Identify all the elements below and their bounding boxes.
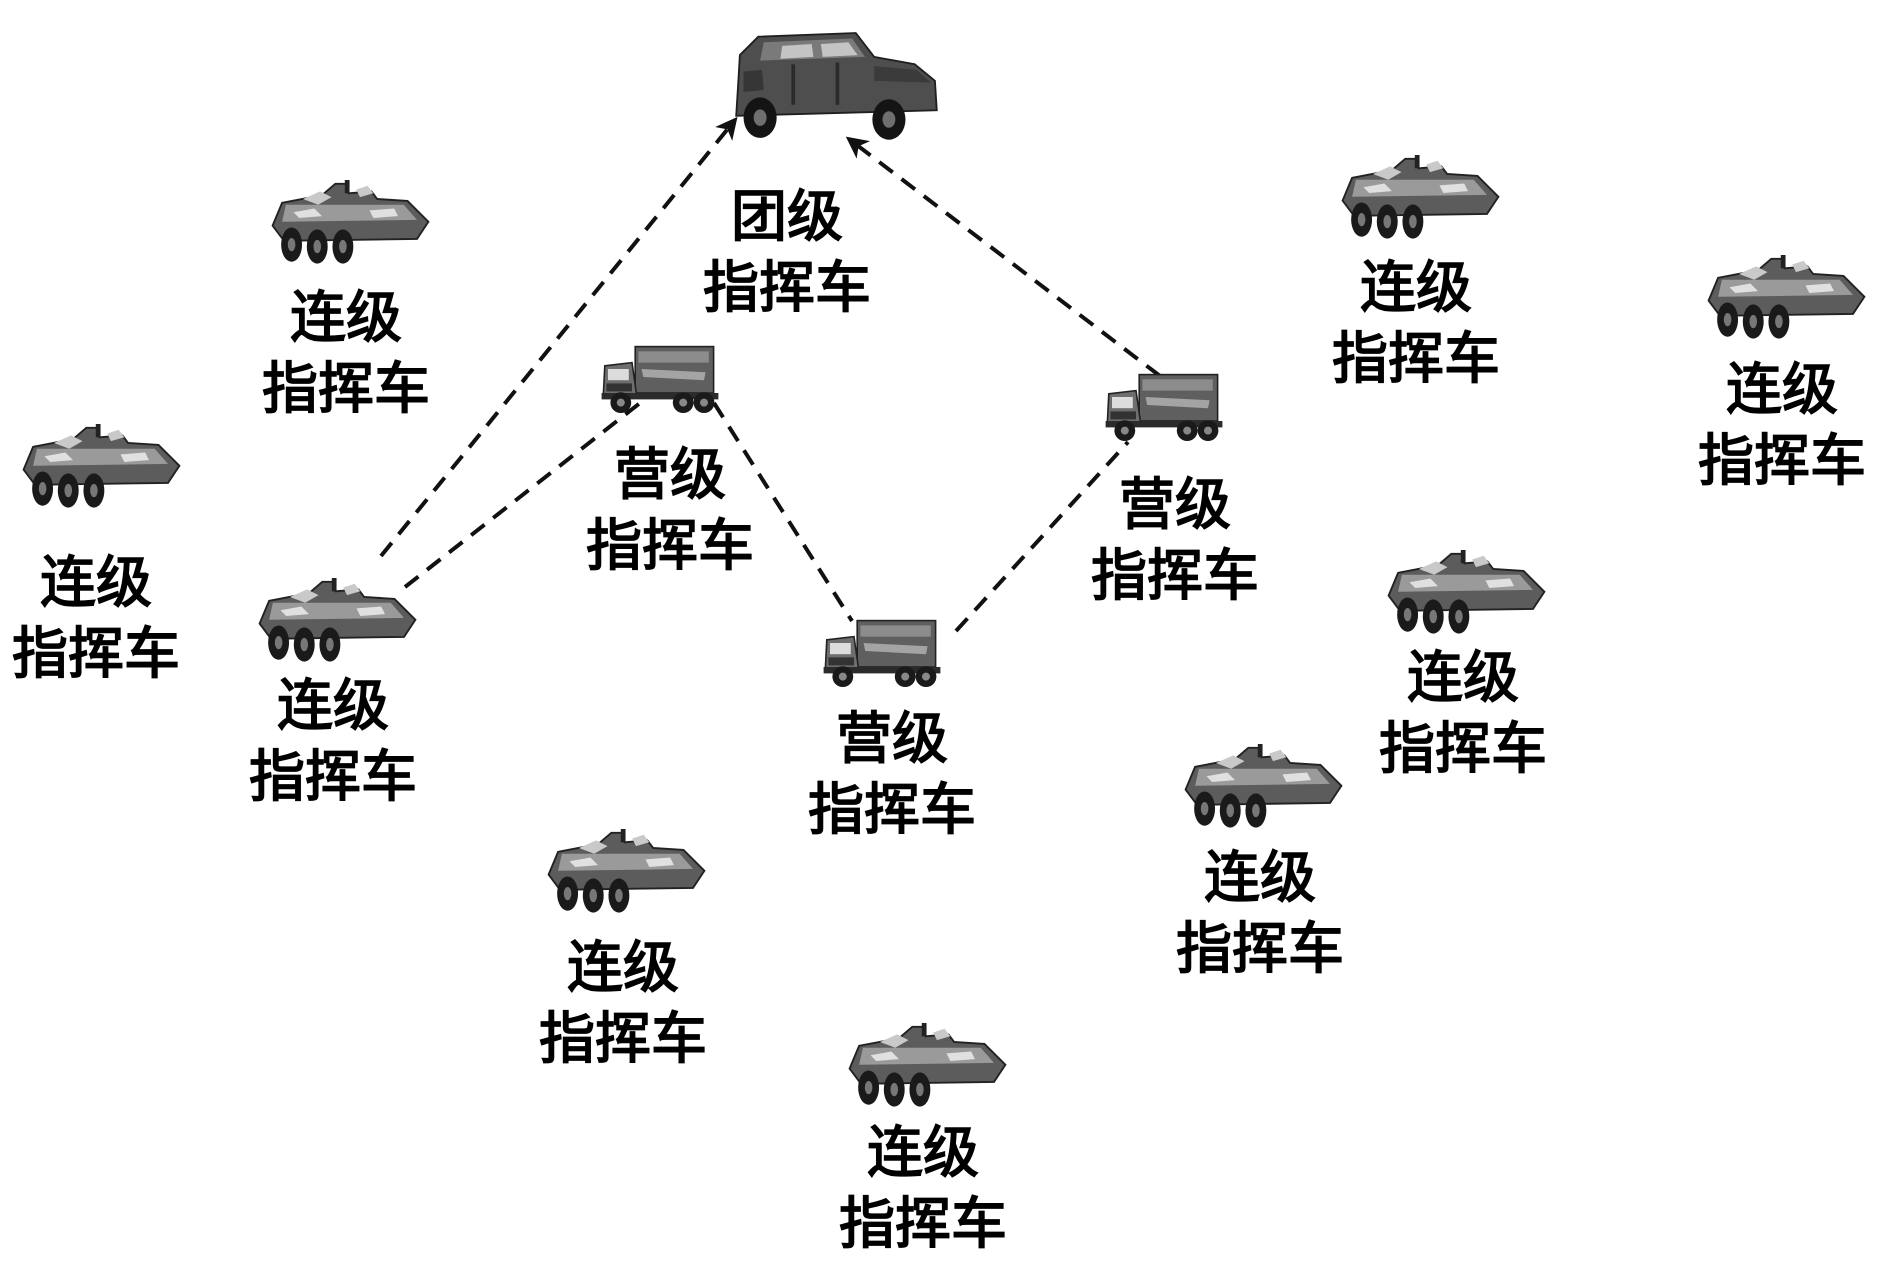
link-battalion-3-to-regiment bbox=[845, 136, 1162, 378]
vehicle-label-line1: 连级 bbox=[1360, 255, 1472, 321]
vehicle-label-line1: 营级 bbox=[614, 442, 726, 508]
vehicle-label-company-5: 连级指挥车 bbox=[803, 1118, 1043, 1260]
vehicle-label-company-2: 连级指挥车 bbox=[213, 671, 453, 813]
vehicle-label-company-8: 连级指挥车 bbox=[1343, 643, 1583, 785]
apc-icon bbox=[271, 179, 430, 265]
vehicle-label-line1: 营级 bbox=[836, 706, 948, 772]
links-layer bbox=[379, 116, 1162, 633]
humvee-icon bbox=[735, 32, 938, 141]
truck-icon bbox=[822, 619, 942, 688]
vehicle-label-line1: 团级 bbox=[731, 184, 843, 250]
vehicle-label-line1: 连级 bbox=[567, 935, 679, 1001]
vehicle-label-line1: 连级 bbox=[867, 1120, 979, 1186]
vehicle-label-line2: 指挥车 bbox=[808, 777, 976, 843]
vehicle-label-line2: 指挥车 bbox=[839, 1191, 1007, 1257]
link-company-2-to-battalion-1 bbox=[403, 401, 642, 589]
vehicle-label-line1: 连级 bbox=[40, 550, 152, 616]
vehicle-label-line2: 指挥车 bbox=[586, 513, 754, 579]
vehicle-label-line2: 指挥车 bbox=[249, 744, 417, 810]
apc-icon bbox=[1707, 254, 1866, 340]
vehicle-label-line2: 指挥车 bbox=[1332, 326, 1500, 392]
vehicle-label-line1: 连级 bbox=[1726, 357, 1838, 423]
apc-icon bbox=[1184, 743, 1343, 829]
vehicle-label-battalion-3: 营级指挥车 bbox=[1055, 470, 1295, 612]
apc-icon bbox=[547, 828, 706, 914]
link-company-2-to-regiment bbox=[379, 116, 738, 558]
vehicle-label-line2: 指挥车 bbox=[1176, 916, 1344, 982]
vehicle-label-line1: 连级 bbox=[1204, 845, 1316, 911]
apc-icon bbox=[1387, 549, 1546, 635]
link-battalion-1-to-battalion-2 bbox=[712, 401, 854, 623]
apc-icon bbox=[22, 423, 181, 509]
vehicle-label-company-7: 连级指挥车 bbox=[1662, 355, 1877, 497]
vehicle-label-line2: 指挥车 bbox=[12, 621, 180, 687]
vehicle-label-line2: 指挥车 bbox=[1091, 543, 1259, 609]
vehicle-label-battalion-1: 营级指挥车 bbox=[550, 440, 790, 582]
vehicle-label-line1: 营级 bbox=[1119, 472, 1231, 538]
vehicle-label-line2: 指挥车 bbox=[1379, 716, 1547, 782]
vehicle-label-battalion-2: 营级指挥车 bbox=[772, 704, 1012, 846]
vehicle-label-line1: 连级 bbox=[277, 673, 389, 739]
vehicle-label-company-1: 连级指挥车 bbox=[226, 283, 466, 425]
vehicle-label-line2: 指挥车 bbox=[1698, 428, 1866, 494]
vehicle-label-line2: 指挥车 bbox=[262, 356, 430, 422]
vehicle-label-company-3: 连级指挥车 bbox=[0, 548, 216, 690]
truck-icon bbox=[1104, 373, 1224, 442]
vehicle-label-company-6: 连级指挥车 bbox=[1296, 253, 1536, 395]
vehicle-label-company-4: 连级指挥车 bbox=[503, 933, 743, 1075]
vehicle-label-line1: 连级 bbox=[1407, 645, 1519, 711]
apc-icon bbox=[1341, 154, 1500, 240]
vehicle-label-line2: 指挥车 bbox=[539, 1006, 707, 1072]
vehicle-icons-layer bbox=[22, 32, 1866, 1108]
apc-icon bbox=[848, 1022, 1007, 1108]
vehicle-label-company-9: 连级指挥车 bbox=[1140, 843, 1380, 985]
vehicle-label-regiment: 团级指挥车 bbox=[667, 182, 907, 324]
link-battalion-2-to-battalion-3 bbox=[954, 440, 1130, 633]
truck-icon bbox=[600, 345, 720, 414]
apc-icon bbox=[258, 577, 417, 663]
vehicle-label-line1: 连级 bbox=[290, 285, 402, 351]
vehicle-label-line2: 指挥车 bbox=[703, 255, 871, 321]
